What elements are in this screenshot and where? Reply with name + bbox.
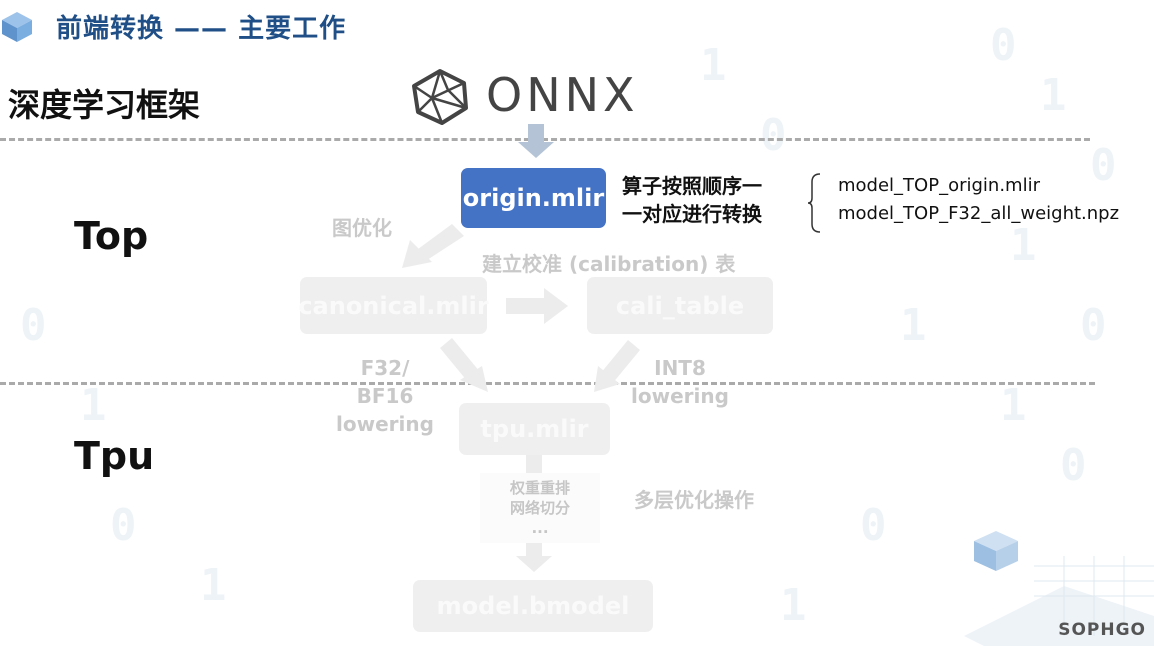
node-tpu-mlir[interactable]: tpu.mlir (459, 403, 610, 455)
opt-step-weight: 权重重排 (509, 479, 570, 497)
corner-decoration (964, 531, 1154, 646)
opt-step-split: 网络切分 (509, 499, 570, 517)
conversion-note-line1: 算子按照顺序一 (622, 174, 762, 198)
level-tpu-label: Tpu (74, 434, 155, 478)
conversion-note-line2: 一对应进行转换 (622, 202, 762, 226)
label-f32: F32/ BF16 (356, 356, 414, 408)
output-files: model_TOP_origin.mlir model_TOP_F32_all_… (838, 172, 1119, 228)
label-calibration: 建立校准 (calibration) 表 (482, 252, 736, 276)
label-f32-lowering: F32/ BF16 lowering (332, 354, 438, 438)
arrow-cali-tpu (594, 340, 640, 392)
label-int8: INT8 (654, 356, 706, 380)
label-graph-opt: 图优化 (332, 216, 392, 240)
node-canonical-mlir[interactable]: canonical.mlir (298, 277, 489, 334)
arrow-canonical-tpu (440, 338, 488, 392)
node-origin-mlir[interactable]: origin.mlir (461, 168, 606, 228)
label-int8-lowering: INT8 lowering (630, 354, 730, 410)
conversion-note: 算子按照顺序一 一对应进行转换 (622, 172, 762, 228)
arrow-origin-canonical (402, 224, 464, 268)
node-model-bmodel[interactable]: model.bmodel (413, 580, 653, 632)
arrow-tpu-opt (526, 455, 542, 473)
arrow-onnx-origin (518, 124, 554, 158)
label-multi-opt: 多层优化操作 (634, 488, 754, 512)
divider-top-tpu (0, 382, 1095, 385)
divider-framework-top (0, 138, 1090, 141)
arrow-canonical-cali (506, 288, 568, 324)
logo-icon (2, 12, 32, 42)
framework-label: 深度学习框架 (8, 86, 201, 124)
onnx-label: ONNX (486, 68, 639, 122)
level-top-label: Top (74, 214, 149, 258)
header-title: 前端转换 —— 主要工作 (56, 14, 347, 44)
label-int8-lowering-word: lowering (631, 384, 729, 408)
arrow-opt-bmodel (516, 543, 552, 572)
optimization-steps: 权重重排 网络切分 ... (480, 473, 600, 543)
output-file-origin: model_TOP_origin.mlir (838, 175, 1040, 196)
label-f32-lowering-word: lowering (336, 412, 434, 436)
brand-logo: SOPHGO (1058, 620, 1146, 640)
opt-step-more: ... (531, 519, 549, 537)
onnx-icon (412, 69, 468, 125)
output-file-weight: model_TOP_F32_all_weight.npz (838, 203, 1120, 224)
brace-icon (808, 173, 821, 233)
node-cali-table[interactable]: cali_table (587, 277, 773, 334)
